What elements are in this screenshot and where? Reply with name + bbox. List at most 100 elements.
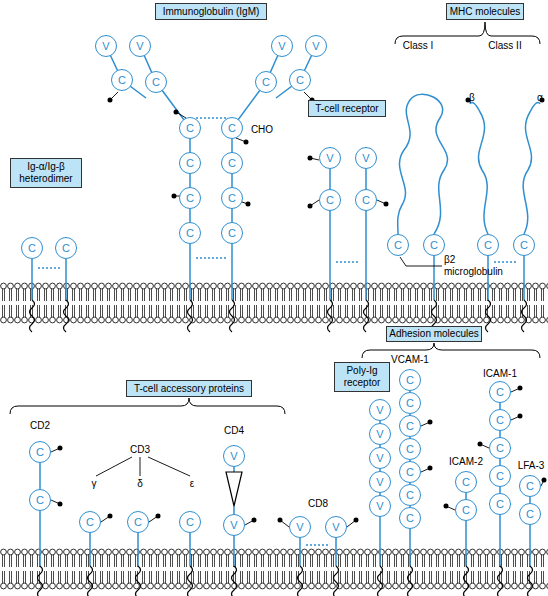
domain-circle: C	[489, 493, 511, 515]
box-label: MHC molecules	[450, 6, 521, 18]
domain-circle: V	[369, 399, 391, 421]
cytoplasmic-tail	[30, 300, 533, 596]
domain-letter: C	[496, 387, 504, 398]
domain-circle: C	[179, 152, 201, 174]
domain-circle: V	[129, 35, 151, 57]
domain-circle: C	[221, 117, 243, 139]
domain-circle: C	[489, 381, 511, 403]
domain-letter: C	[28, 243, 36, 254]
domain-circle: V	[223, 445, 245, 467]
domain-circle: V	[271, 35, 293, 57]
domain-circle: C	[255, 71, 277, 93]
molecule-label: Class II	[488, 40, 521, 52]
domain-letter: C	[406, 513, 414, 524]
box-label: Poly-Ig receptor	[337, 365, 387, 389]
molecule-label: β	[469, 92, 475, 104]
domain-circle: C	[489, 437, 511, 459]
domain-circle: C	[399, 461, 421, 483]
domain-letter: C	[326, 195, 334, 206]
box-label: Ig-α/Ig-β heterodimer	[13, 161, 79, 185]
box-label: T-cell receptor	[315, 103, 378, 115]
domain-circle: V	[369, 423, 391, 445]
domain-circle: V	[369, 447, 391, 469]
domain-letter: V	[230, 520, 237, 531]
domain-circle: C	[387, 234, 409, 256]
domain-letter: V	[326, 153, 333, 164]
domain-letter: C	[406, 467, 414, 478]
domain-letter: C	[520, 240, 528, 251]
molecule-label: CD3	[130, 444, 150, 456]
domain-letter: C	[86, 517, 94, 528]
molecule-label: α	[537, 92, 543, 104]
domain-circle: C	[519, 475, 541, 497]
molecule-label: ε	[190, 478, 194, 490]
leader-line	[96, 257, 442, 476]
title-box: T-cell accessory proteins	[126, 380, 252, 397]
disulfide-bond	[38, 118, 518, 545]
domain-letter: V	[376, 429, 383, 440]
domain-letter: V	[102, 41, 109, 52]
domain-letter: C	[228, 228, 236, 239]
domain-circle: C	[455, 499, 477, 521]
domain-letter: C	[62, 243, 70, 254]
domain-letter: C	[118, 75, 126, 86]
domain-letter: C	[228, 123, 236, 134]
title-box: Immunoglobulin (IgM)	[155, 3, 267, 20]
molecule-label: γ	[92, 478, 97, 490]
domain-circle: C	[145, 71, 167, 93]
carbohydrate-dot	[58, 98, 547, 523]
domain-letter: V	[376, 477, 383, 488]
domain-letter: C	[406, 444, 414, 455]
domain-circle: C	[179, 187, 201, 209]
domain-circle: C	[127, 511, 149, 533]
domain-letter: C	[484, 240, 492, 251]
domain-letter: C	[406, 421, 414, 432]
domain-circle: C	[55, 237, 77, 259]
molecule-label: β2 microglobulin	[444, 254, 514, 278]
domain-circle: C	[399, 507, 421, 529]
domain-circle: C	[489, 465, 511, 487]
domain-circle: C	[179, 511, 201, 533]
domain-letter: C	[186, 228, 194, 239]
domain-letter: C	[406, 398, 414, 409]
domain-circle: C	[179, 222, 201, 244]
domain-letter: V	[296, 522, 303, 533]
domain-letter: V	[278, 41, 285, 52]
domain-letter: V	[230, 451, 237, 462]
domain-letter: V	[362, 153, 369, 164]
domain-circle: V	[319, 147, 341, 169]
domain-letter: C	[430, 240, 438, 251]
domain-circle: C	[21, 237, 43, 259]
domain-letter: C	[228, 158, 236, 169]
molecule-label: ICAM-2	[449, 456, 483, 468]
domain-letter: V	[376, 501, 383, 512]
domain-letter: C	[186, 517, 194, 528]
domain-letter: C	[228, 193, 236, 204]
molecule-label: CD8	[308, 498, 328, 510]
domain-circle: V	[369, 471, 391, 493]
domain-circle: C	[289, 69, 311, 91]
domain-circle: V	[369, 495, 391, 517]
box-label: Adhesion molecules	[389, 328, 479, 340]
domain-circle: C	[29, 489, 51, 511]
domain-circle: C	[477, 234, 499, 256]
domain-circle: V	[289, 516, 311, 538]
domain-letter: V	[332, 522, 339, 533]
title-box: Poly-Ig receptor	[334, 362, 390, 392]
domain-circle: C	[399, 392, 421, 414]
domain-circle: C	[399, 415, 421, 437]
domain-letter: C	[186, 158, 194, 169]
domain-circle: C	[29, 441, 51, 463]
domain-circle: C	[399, 484, 421, 506]
domain-letter: C	[496, 471, 504, 482]
molecule-label: δ	[137, 478, 143, 490]
title-box: Ig-α/Ig-β heterodimer	[10, 158, 82, 188]
cd4-hinge	[226, 472, 242, 506]
title-box: Adhesion molecules	[386, 326, 482, 342]
domain-circle: C	[489, 409, 511, 431]
domain-letter: C	[406, 375, 414, 386]
domain-letter: C	[496, 499, 504, 510]
domain-circle: C	[399, 438, 421, 460]
domain-circle: C	[111, 69, 133, 91]
